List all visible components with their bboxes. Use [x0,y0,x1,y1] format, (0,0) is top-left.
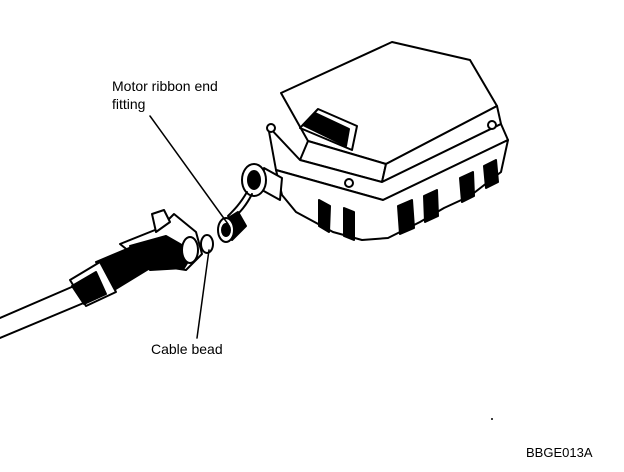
label-cable-bead: Cable bead [151,341,223,357]
leader-lines [149,115,229,339]
cable-end-housing [69,209,203,307]
rubber-boot [241,163,283,201]
figure-code: BBGE013A [526,445,593,460]
leader-motor-fitting [149,115,229,225]
label-motor-ribbon-end-fitting-line2: fitting [112,96,146,112]
label-motor-ribbon-end-fitting-line1: Motor ribbon end [112,78,218,94]
ribbon-end-fitting [217,211,247,243]
outer-cable [0,285,87,339]
actuator-housing [266,41,509,241]
cable-bead [200,234,214,254]
leader-cable-bead [196,249,210,339]
